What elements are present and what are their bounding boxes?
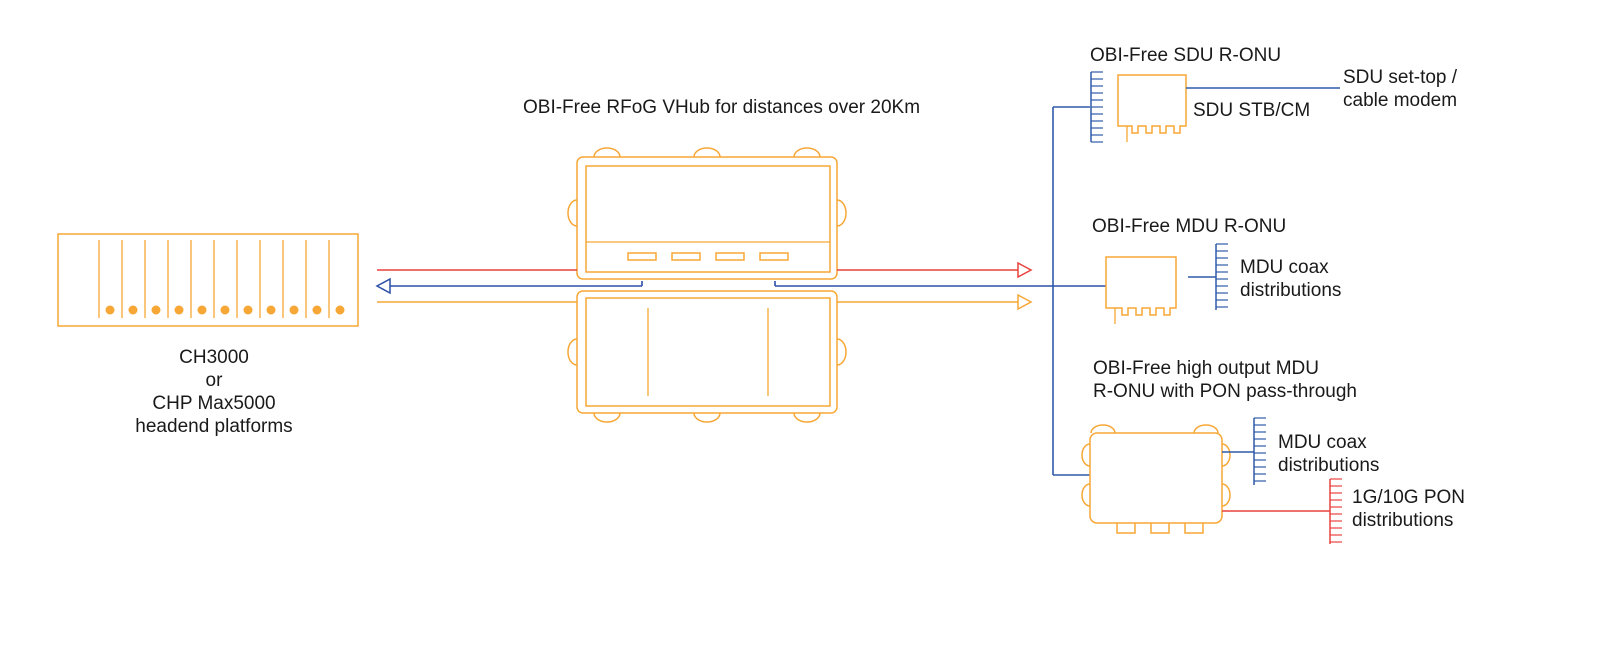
optical-port	[759, 252, 789, 261]
headend-label-line: or	[205, 370, 223, 391]
hmdu-coax-line: distributions	[1278, 455, 1380, 476]
status-led	[289, 305, 299, 315]
mdu-dist-label: MDU coax distributions	[1240, 256, 1341, 302]
enclosure-bump	[793, 412, 821, 423]
hmdu-pon-label: 1G/10G PON distributions	[1352, 486, 1465, 532]
status-led	[197, 305, 207, 315]
headend-chassis	[57, 233, 359, 327]
headend-label-line: CH3000	[179, 347, 249, 368]
enclosure-lower-body	[576, 290, 838, 414]
hmdu-title-line: R-ONU with PON pass-through	[1093, 381, 1357, 402]
headend-label-line: CHP Max5000	[152, 393, 276, 414]
sdu-endpoint-label: SDU set-top / cable modem	[1343, 66, 1457, 112]
hmdu-chassis	[1089, 432, 1223, 524]
status-led	[128, 305, 138, 315]
hmdu-coax-line: MDU coax	[1278, 432, 1367, 453]
enclosure-bump	[593, 147, 621, 158]
enclosure-upper-body	[576, 156, 838, 280]
status-led	[312, 305, 322, 315]
sdu-endpoint-line: SDU set-top /	[1343, 67, 1458, 88]
enclosure-bump	[836, 199, 847, 227]
enclosure-bump	[567, 199, 578, 227]
enclosure-bump	[693, 147, 721, 158]
enclosure-bump	[1081, 483, 1091, 507]
enclosure-bump	[567, 338, 578, 366]
enclosure-bump	[1221, 443, 1231, 467]
status-led	[220, 305, 230, 315]
status-led	[105, 305, 115, 315]
enclosure-lower-panel	[585, 297, 831, 407]
fiber-links	[375, 106, 1106, 476]
hmdu-coax-distribution	[1253, 417, 1266, 485]
sdu-device-label: SDU STB/CM	[1193, 100, 1311, 121]
status-led	[266, 305, 276, 315]
optical-port	[715, 252, 745, 261]
mdu-r-onu-device	[1105, 243, 1228, 324]
mdu-dist-line: distributions	[1240, 280, 1342, 301]
sdu-chassis	[1117, 74, 1187, 134]
headend-label-line: headend platforms	[135, 416, 293, 437]
hmdu-coax-label: MDU coax distributions	[1278, 431, 1379, 477]
vhub-title: OBI-Free RFoG VHub for distances over 20…	[523, 97, 921, 118]
enclosure-bump	[1221, 483, 1231, 507]
enclosure-bump	[793, 147, 821, 158]
optical-port	[627, 252, 657, 261]
enclosure-bump	[1090, 424, 1116, 434]
sdu-r-onu-device	[1090, 71, 1340, 143]
hmdu-connector	[1184, 523, 1204, 534]
vhub-enclosure	[567, 147, 847, 423]
enclosure-upper-panel	[585, 165, 831, 273]
hmdu-pon-line: distributions	[1352, 510, 1454, 531]
hmdu-connector	[1116, 523, 1136, 534]
sdu-fiber-port	[1090, 71, 1103, 143]
status-led	[335, 305, 345, 315]
status-led	[151, 305, 161, 315]
downstream-arrowhead	[1017, 261, 1033, 279]
sdu-title: OBI-Free SDU R-ONU	[1090, 45, 1282, 66]
chassis-frame	[57, 233, 359, 327]
mdu-chassis	[1105, 256, 1177, 316]
hmdu-connector	[1150, 523, 1170, 534]
high-output-mdu-device	[1081, 417, 1342, 544]
hmdu-pon-distribution	[1329, 478, 1342, 544]
status-led	[243, 305, 253, 315]
upstream-arrowhead	[375, 277, 391, 295]
enclosure-bump	[1081, 443, 1091, 467]
hmdu-pon-line: 1G/10G PON	[1352, 487, 1465, 508]
mdu-coax-distribution	[1215, 243, 1228, 310]
enclosure-bump	[836, 338, 847, 366]
headend-label: CH3000 or CHP Max5000 headend platforms	[110, 346, 318, 438]
orange-arrowhead	[1017, 293, 1033, 311]
hmdu-title-line: OBI-Free high output MDU	[1093, 358, 1319, 379]
optical-port	[671, 252, 701, 261]
hmdu-title: OBI-Free high output MDU R-ONU with PON …	[1093, 357, 1357, 403]
status-led	[174, 305, 184, 315]
enclosure-bump	[693, 412, 721, 423]
enclosure-bumps	[567, 147, 847, 423]
enclosure-bump	[1193, 424, 1219, 434]
enclosure-bump	[593, 412, 621, 423]
mdu-title: OBI-Free MDU R-ONU	[1092, 216, 1287, 237]
mdu-dist-line: MDU coax	[1240, 257, 1329, 278]
sdu-endpoint-line: cable modem	[1343, 90, 1458, 111]
